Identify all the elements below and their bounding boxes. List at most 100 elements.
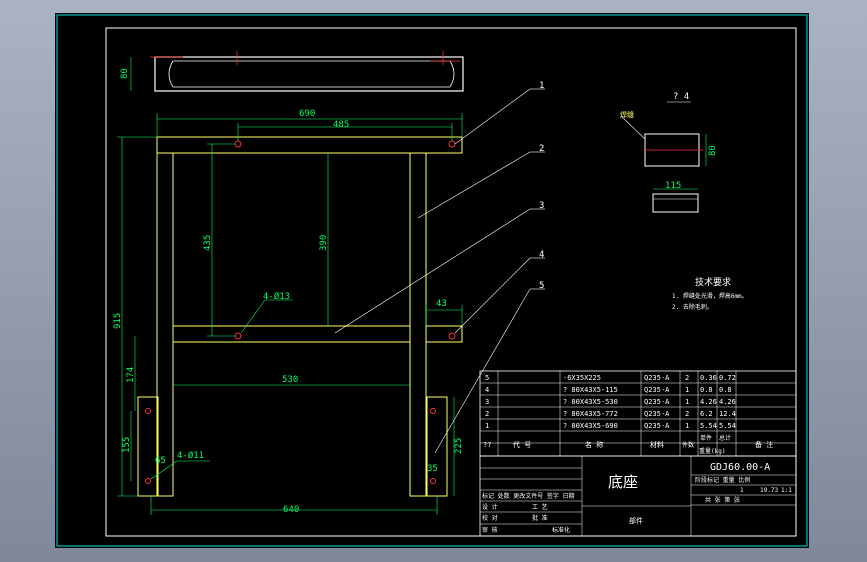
dim-155: 155	[122, 437, 132, 453]
svg-text:2: 2	[485, 410, 489, 418]
dim-section-80: 80	[708, 145, 718, 156]
svg-text:2: 2	[685, 374, 689, 382]
weight-value: 19.73	[760, 487, 778, 494]
bom-row: 1 ? 80X43X5-690 Q235-A 1 5.54 5.54	[485, 422, 736, 430]
svg-text:3: 3	[485, 398, 489, 406]
sheet-row: 共 张 第 张	[705, 496, 740, 504]
title-block: 标记 处数 更改文件号 签字 日期 设 计 校 对 审 核 工 艺 批 准 标准…	[479, 455, 797, 537]
svg-text:? 80X43X5-115: ? 80X43X5-115	[563, 386, 618, 394]
outer-border	[56, 14, 808, 547]
section-detail: ? 4 焊缝 80 115	[620, 92, 718, 213]
svg-text:Q235-A: Q235-A	[644, 398, 670, 406]
dim-top-height: 80	[120, 68, 130, 79]
dim-overall-height: 915	[113, 313, 123, 329]
svg-text:? 80X43X5-772: ? 80X43X5-772	[563, 410, 618, 418]
dimension-lines	[117, 113, 463, 515]
dim-overall-width: 690	[299, 109, 315, 119]
svg-text:0.36: 0.36	[700, 374, 717, 382]
dim-435: 435	[203, 235, 213, 251]
svg-text:5.54: 5.54	[700, 422, 717, 430]
svg-text:代 号: 代 号	[513, 440, 531, 449]
svg-text:Q235-A: Q235-A	[644, 374, 670, 382]
front-view	[137, 136, 463, 497]
svg-text:5.54: 5.54	[719, 422, 736, 430]
role-approve: 批 准	[532, 514, 548, 522]
balloon-2: 2	[539, 144, 544, 154]
weld-label: 焊缝	[620, 110, 634, 119]
dim-640: 640	[283, 505, 299, 515]
svg-text:0.72: 0.72	[719, 374, 736, 382]
notes-title: 技术要求	[695, 276, 731, 288]
svg-text:0.8: 0.8	[700, 386, 713, 394]
svg-text:备 注: 备 注	[755, 440, 773, 449]
section-title: ? 4	[673, 92, 689, 102]
notes-line-2: 2. 去除毛刺。	[672, 303, 713, 311]
drawing-number: GDJ60.00-A	[710, 462, 770, 473]
svg-text:5: 5	[485, 374, 489, 382]
notes-line-1: 1. 焊缝处光滑，焊高6mm。	[672, 292, 748, 300]
dim-35: 35	[427, 464, 438, 474]
svg-text:??: ??	[483, 441, 491, 449]
role-review: 审 核	[482, 526, 498, 534]
svg-text:1: 1	[685, 422, 689, 430]
svg-text:1: 1	[685, 398, 689, 406]
dim-65: 65	[155, 456, 166, 466]
role-check: 校 对	[482, 514, 498, 522]
svg-text:Q235-A: Q235-A	[644, 410, 670, 418]
svg-text:2: 2	[685, 410, 689, 418]
svg-text:? 80X43X5-530: ? 80X43X5-530	[563, 398, 618, 406]
dim-hole-spacing: 485	[333, 120, 349, 130]
dim-holes-d13: 4-Ø13	[263, 291, 290, 302]
svg-text:单件: 单件	[700, 434, 712, 442]
svg-text:总计: 总计	[719, 434, 731, 442]
drawing-canvas: 80	[56, 14, 808, 547]
dim-holes-d11: 4-Ø11	[177, 450, 204, 461]
balloon-3: 3	[539, 201, 544, 211]
dim-section-115: 115	[665, 181, 681, 191]
svg-text:Q235-A: Q235-A	[644, 422, 670, 430]
bom-row: 4 ? 80X43X5-115 Q235-A 1 0.8 0.8	[485, 386, 732, 394]
dim-174: 174	[126, 367, 136, 383]
bom-table: 5 -6X35X225 Q235-A 2 0.36 0.72 4 ? 80X43…	[479, 370, 797, 457]
balloon-4: 4	[539, 250, 544, 260]
dim-225: 225	[454, 438, 464, 454]
dim-43: 43	[436, 299, 447, 309]
drawing-sheet: 80	[55, 13, 809, 548]
svg-text:重量(kg): 重量(kg)	[699, 447, 725, 455]
svg-text:12.4: 12.4	[719, 410, 736, 418]
dim-390: 390	[319, 235, 329, 251]
scale-value: 1:1	[781, 487, 792, 494]
technical-notes: 技术要求 1. 焊缝处光滑，焊高6mm。 2. 去除毛刺。	[672, 276, 748, 311]
role-design: 设 计	[482, 503, 498, 511]
stage-header: 阶段标记 重量 比例	[695, 476, 750, 484]
bom-row: 5 -6X35X225 Q235-A 2 0.36 0.72	[485, 374, 736, 382]
qty-value: 1	[740, 487, 744, 494]
sub-label: 部件	[629, 516, 643, 525]
svg-text:件数: 件数	[682, 441, 694, 449]
balloon-5: 5	[539, 281, 544, 291]
svg-text:材料: 材料	[650, 440, 664, 449]
svg-text:名 称: 名 称	[585, 440, 603, 449]
role-process: 工 艺	[532, 503, 548, 511]
standard-stamp: 标准化	[552, 526, 570, 534]
svg-text:4: 4	[485, 386, 489, 394]
bom-row: 3 ? 80X43X5-530 Q235-A 1 4.26 4.26	[485, 398, 736, 406]
svg-text:4.26: 4.26	[719, 398, 736, 406]
svg-text:-6X35X225: -6X35X225	[563, 374, 601, 382]
svg-text:6.2: 6.2	[700, 410, 713, 418]
leader-lines	[334, 88, 545, 454]
svg-text:4.26: 4.26	[700, 398, 717, 406]
dim-530: 530	[282, 375, 298, 385]
svg-text:1: 1	[685, 386, 689, 394]
svg-text:1: 1	[485, 422, 489, 430]
part-name: 底座	[608, 473, 638, 491]
revision-row: 标记 处数 更改文件号 签字 日期	[482, 492, 574, 500]
svg-text:Q235-A: Q235-A	[644, 386, 670, 394]
svg-text:? 80X43X5-690: ? 80X43X5-690	[563, 422, 618, 430]
svg-text:0.8: 0.8	[719, 386, 732, 394]
inner-border	[105, 27, 797, 537]
top-view: 80	[120, 51, 464, 92]
bom-header: ?? 代 号 名 称 材料 件数 单件 总计 重量(kg) 备 注	[483, 434, 773, 455]
balloon-1: 1	[539, 81, 544, 91]
